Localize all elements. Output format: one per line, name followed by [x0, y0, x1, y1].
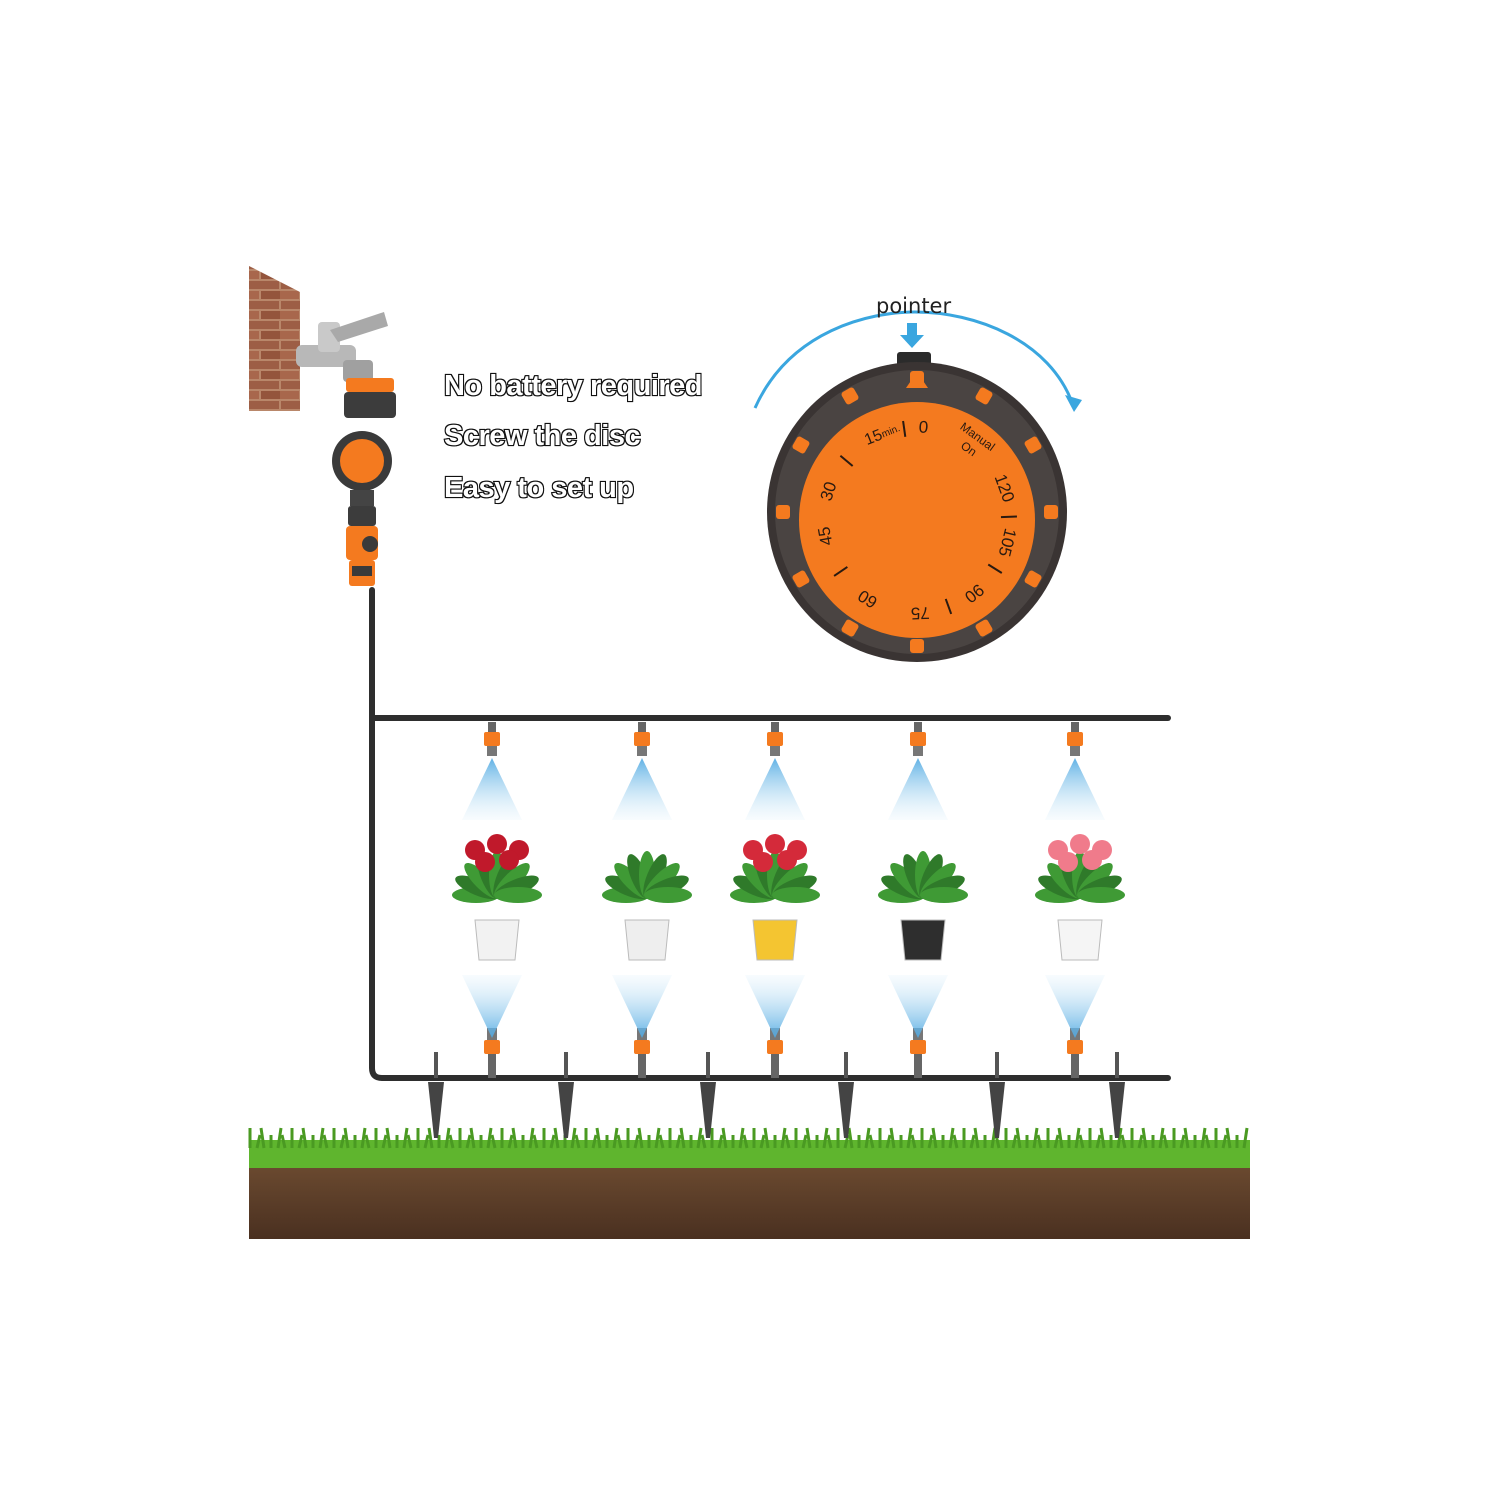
- dial-grip-notch: [776, 505, 790, 519]
- dial-15min-label: 15min.: [862, 420, 902, 450]
- dial-grip-notch: [975, 619, 993, 637]
- dial-tick-label: 45: [814, 525, 836, 547]
- calathea-plant: [602, 851, 692, 961]
- stake-icon: [700, 1052, 716, 1138]
- dial-grip-notch: [841, 387, 859, 405]
- feature-screw-disc: Screw the disc: [443, 420, 642, 452]
- pointer-label: pointer: [876, 294, 952, 318]
- stake-icon: [428, 1052, 444, 1138]
- mist-spray-up: [745, 975, 805, 1038]
- dial-grip-notch: [1024, 570, 1042, 588]
- leafy-plant: [878, 851, 968, 961]
- dial-tick-mark: [839, 454, 854, 467]
- ground-stakes: [428, 1052, 1125, 1138]
- stake-icon: [1109, 1052, 1125, 1138]
- feature-easy-setup: Easy to set up: [443, 472, 635, 504]
- mist-spray-down: [888, 758, 948, 820]
- dial-grip-notch: [841, 619, 859, 637]
- mist-sprayers: [462, 722, 1105, 1078]
- mist-spray-down: [1045, 758, 1105, 820]
- red-rose-plant: [452, 834, 542, 961]
- dial-tick-mark: [1000, 515, 1017, 519]
- mist-spray-up: [1045, 975, 1105, 1038]
- mist-spray-down: [612, 758, 672, 820]
- stake-icon: [989, 1052, 1005, 1138]
- timer-device-icon: [332, 378, 396, 586]
- stake-icon: [838, 1052, 854, 1138]
- rotation-arrow-icon: [753, 310, 1075, 409]
- dial-grip-notch: [975, 387, 993, 405]
- mist-spray-up: [888, 975, 948, 1038]
- dial-grip-notch: [1024, 436, 1042, 454]
- brick-wall: [249, 266, 300, 411]
- ground: [248, 1127, 1250, 1239]
- faucet-icon: [296, 312, 388, 382]
- mist-spray-up: [462, 975, 522, 1038]
- anthurium-plant: [1035, 834, 1125, 961]
- dial-tick-label: 0: [918, 417, 929, 437]
- dial-tick-label: 75: [910, 603, 930, 623]
- dial-tick-mark: [987, 563, 1003, 574]
- mist-spray-down: [462, 758, 522, 820]
- dial-grip-notch: [910, 639, 924, 653]
- top-sprinkler-icon: [484, 722, 500, 756]
- top-sprinkler-icon: [634, 722, 650, 756]
- dial-tick-label: 30: [817, 479, 841, 503]
- feature-no-battery: No battery required: [443, 370, 704, 402]
- mist-spray-down: [745, 758, 805, 820]
- dial-grip-notch: [792, 436, 810, 454]
- top-sprinkler-icon: [767, 722, 783, 756]
- stake-icon: [558, 1052, 574, 1138]
- dial-grip-notch: [792, 570, 810, 588]
- dial-grip-notch: [1044, 505, 1058, 519]
- mist-spray-up: [612, 975, 672, 1038]
- dial-tick-mark: [833, 566, 848, 577]
- dial-tick-mark: [902, 420, 907, 437]
- top-sprinkler-icon: [1067, 722, 1083, 756]
- hose-lines: [369, 587, 1171, 1081]
- top-sprinkler-icon: [910, 722, 926, 756]
- bromeliad-plant: [730, 834, 820, 961]
- dial-tick-mark: [944, 598, 953, 615]
